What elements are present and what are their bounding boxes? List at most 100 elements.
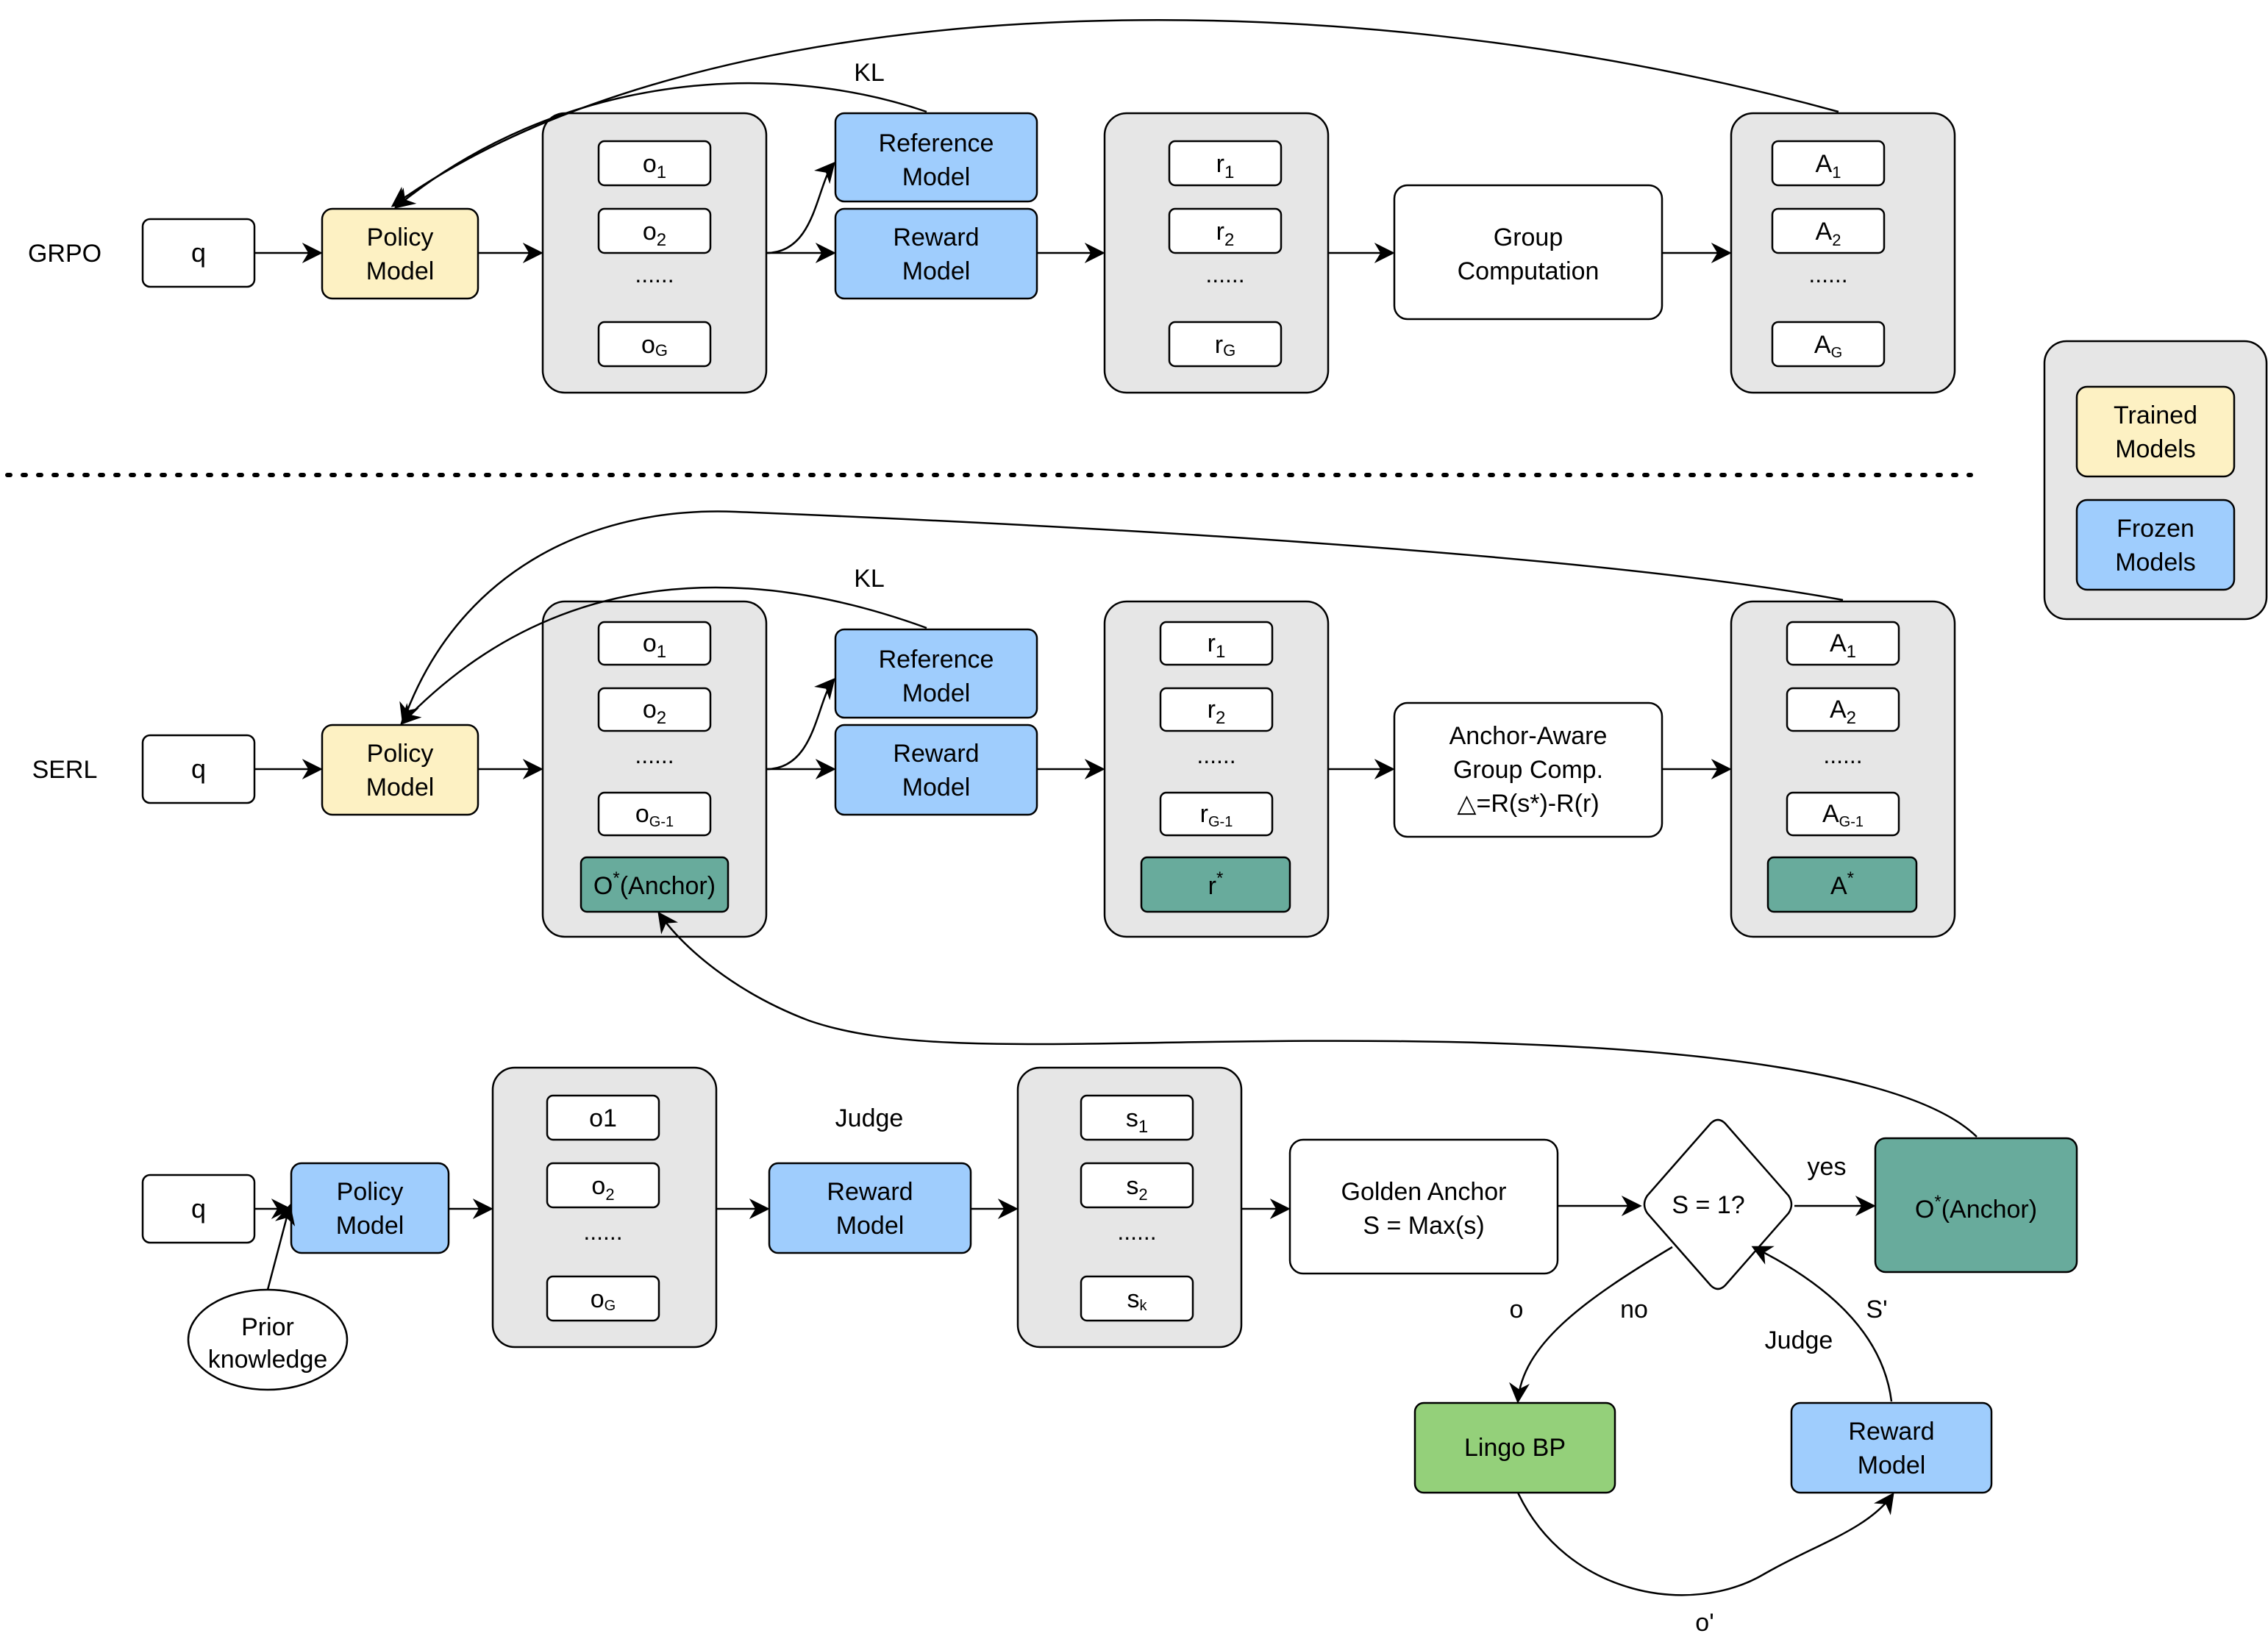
grpo-q-text: q (191, 238, 206, 268)
grpo-adv-a1-text: A1 (1816, 150, 1841, 182)
gen-score-s1 (1080, 1094, 1194, 1141)
grpo-output-oG (597, 321, 712, 368)
serl-reward-rG1 (1159, 791, 1274, 837)
grpo-reward-r1 (1168, 140, 1283, 187)
serl-reward-r2 (1159, 687, 1274, 732)
gen-prior-line2: knowledge (208, 1346, 328, 1374)
serl-arrow-adv-feedback (399, 510, 1844, 724)
gen-score-s2-text: s2 (1126, 1172, 1147, 1204)
legend-trained-line2: Models (2115, 435, 2196, 463)
grpo-arrows (254, 19, 1839, 263)
grpo-policy-line1: Policy (367, 224, 434, 251)
grpo-group-line2: Computation (1458, 257, 1600, 285)
gen-decision-text: S = 1? (1672, 1191, 1744, 1219)
gen-reward-line2: Model (836, 1212, 905, 1240)
serl-adv-aG1-text: AG-1 (1822, 800, 1864, 830)
serl-adv-astar-text: A* (1830, 868, 1854, 900)
grpo-output-o2-text: o2 (643, 218, 666, 250)
gen-prior-line1: Prior (241, 1313, 294, 1341)
serl-output-oG1-text: oG-1 (635, 800, 674, 830)
serl-reward-r1 (1159, 621, 1274, 666)
grpo-reward-line2: Model (902, 257, 971, 285)
gen-policy-line1: Policy (337, 1178, 404, 1206)
gen-judge-label: Judge (835, 1104, 904, 1132)
grpo-output-dots: ...... (635, 261, 674, 288)
grpo-adv-dots: ...... (1808, 261, 1847, 288)
grpo-arrow-kl-feedback (393, 82, 927, 209)
serl-reference-line1: Reference (879, 646, 994, 674)
grpo-reference-line1: Reference (879, 129, 994, 157)
grpo-adv-aG-text: AG (1814, 331, 1842, 361)
serl-adv-a2-text: A2 (1830, 696, 1856, 728)
serl-output-o2-text: o2 (643, 696, 666, 728)
serl-group-line1: Anchor-Aware (1449, 722, 1608, 750)
gen-score-s2 (1080, 1162, 1194, 1209)
legend-trained-line1: Trained (2114, 401, 2197, 429)
serl-adv-a1-text: A1 (1830, 629, 1856, 662)
grpo-arrow-outputs-reference (766, 161, 835, 254)
grpo-label: GRPO (28, 240, 101, 268)
gen-golden-line2: S = Max(s) (1363, 1212, 1484, 1240)
gen-reward2-line1: Reward (1848, 1418, 1934, 1446)
gen-policy-line2: Model (336, 1212, 404, 1240)
gen-q-text: q (191, 1193, 206, 1224)
grpo-reward-dots: ...... (1205, 261, 1244, 288)
gen-arrows (254, 911, 1978, 1596)
gen-sprime-label: S' (1866, 1296, 1887, 1324)
gen-reward2-line2: Model (1858, 1451, 1926, 1479)
gen-output-o2 (546, 1162, 660, 1209)
gen-score-dots: ...... (1117, 1218, 1156, 1245)
grpo-adv-a1 (1771, 140, 1886, 187)
serl-reward-dots: ...... (1197, 742, 1235, 768)
gen-score-sk (1080, 1275, 1194, 1322)
gen-o-label: o (1510, 1296, 1524, 1324)
serl-adv-a1 (1786, 621, 1900, 666)
gen-score-s1-text: s1 (1126, 1104, 1148, 1137)
serl-adv-astar (1766, 856, 1918, 913)
grpo-adv-a2 (1771, 207, 1886, 254)
serl-output-o1-text: o1 (643, 629, 666, 662)
legend: Trained Models Frozen Models (2043, 340, 2268, 621)
serl-reward-line1: Reward (893, 740, 979, 768)
gen-golden-line1: Golden Anchor (1341, 1178, 1507, 1206)
grpo-reward-r2-text: r2 (1216, 218, 1235, 250)
serl-reward-r2-text: r2 (1208, 696, 1226, 728)
grpo-output-oG-text: oG (641, 331, 668, 360)
grpo-kl-label: KL (854, 59, 885, 87)
gen-no-label: no (1620, 1296, 1648, 1324)
grpo-reward-line1: Reward (893, 224, 979, 251)
serl-output-o1 (597, 621, 712, 666)
gen-output-dots: ...... (583, 1218, 622, 1245)
grpo-arrow-adv-feedback (391, 19, 1839, 207)
serl-row: SERL q Policy Model o1 o2 ...... oG-1 O*… (32, 510, 1956, 938)
legend-frozen-line1: Frozen (2117, 515, 2194, 543)
grpo-row: GRPO q Policy Model o1 o2 ...... oG KL R… (28, 19, 1956, 394)
serl-reference-line2: Model (902, 679, 971, 707)
grpo-policy-line2: Model (366, 257, 435, 285)
gen-arrow-reward2-decision (1751, 1246, 1893, 1402)
serl-output-anchor (580, 856, 730, 913)
grpo-adv-aG (1771, 321, 1886, 368)
gen-arrow-lingo-reward2 (1516, 1492, 1894, 1596)
serl-reward-rstar (1140, 856, 1291, 913)
serl-group-line3: △=R(s*)-R(r) (1457, 790, 1599, 818)
gen-output-oG-text: oG (591, 1285, 616, 1314)
gen-yes-label: yes (1808, 1153, 1847, 1181)
serl-label: SERL (32, 756, 98, 784)
serl-policy-line2: Model (366, 774, 435, 801)
legend-frozen-line2: Models (2115, 549, 2196, 576)
grpo-reference-line2: Model (902, 163, 971, 191)
gen-arrow-prior-policy (266, 1204, 296, 1290)
anchor-gen-row: q Prior knowledge Policy Model o1 o2 ...… (141, 911, 2078, 1637)
gen-judge2-label: Judge (1765, 1326, 1833, 1354)
serl-q-text: q (191, 754, 206, 784)
grpo-group-computation (1393, 184, 1663, 321)
gen-output-o2-text: o2 (591, 1172, 614, 1204)
serl-output-dots: ...... (635, 742, 674, 768)
gen-output-o1-text: o1 (589, 1104, 617, 1132)
grpo-group-line1: Group (1494, 224, 1563, 251)
grpo-reference-model (834, 112, 1038, 203)
grpo-reward-rG-text: rG (1215, 331, 1235, 360)
grpo-reward-r1-text: r1 (1216, 150, 1235, 182)
